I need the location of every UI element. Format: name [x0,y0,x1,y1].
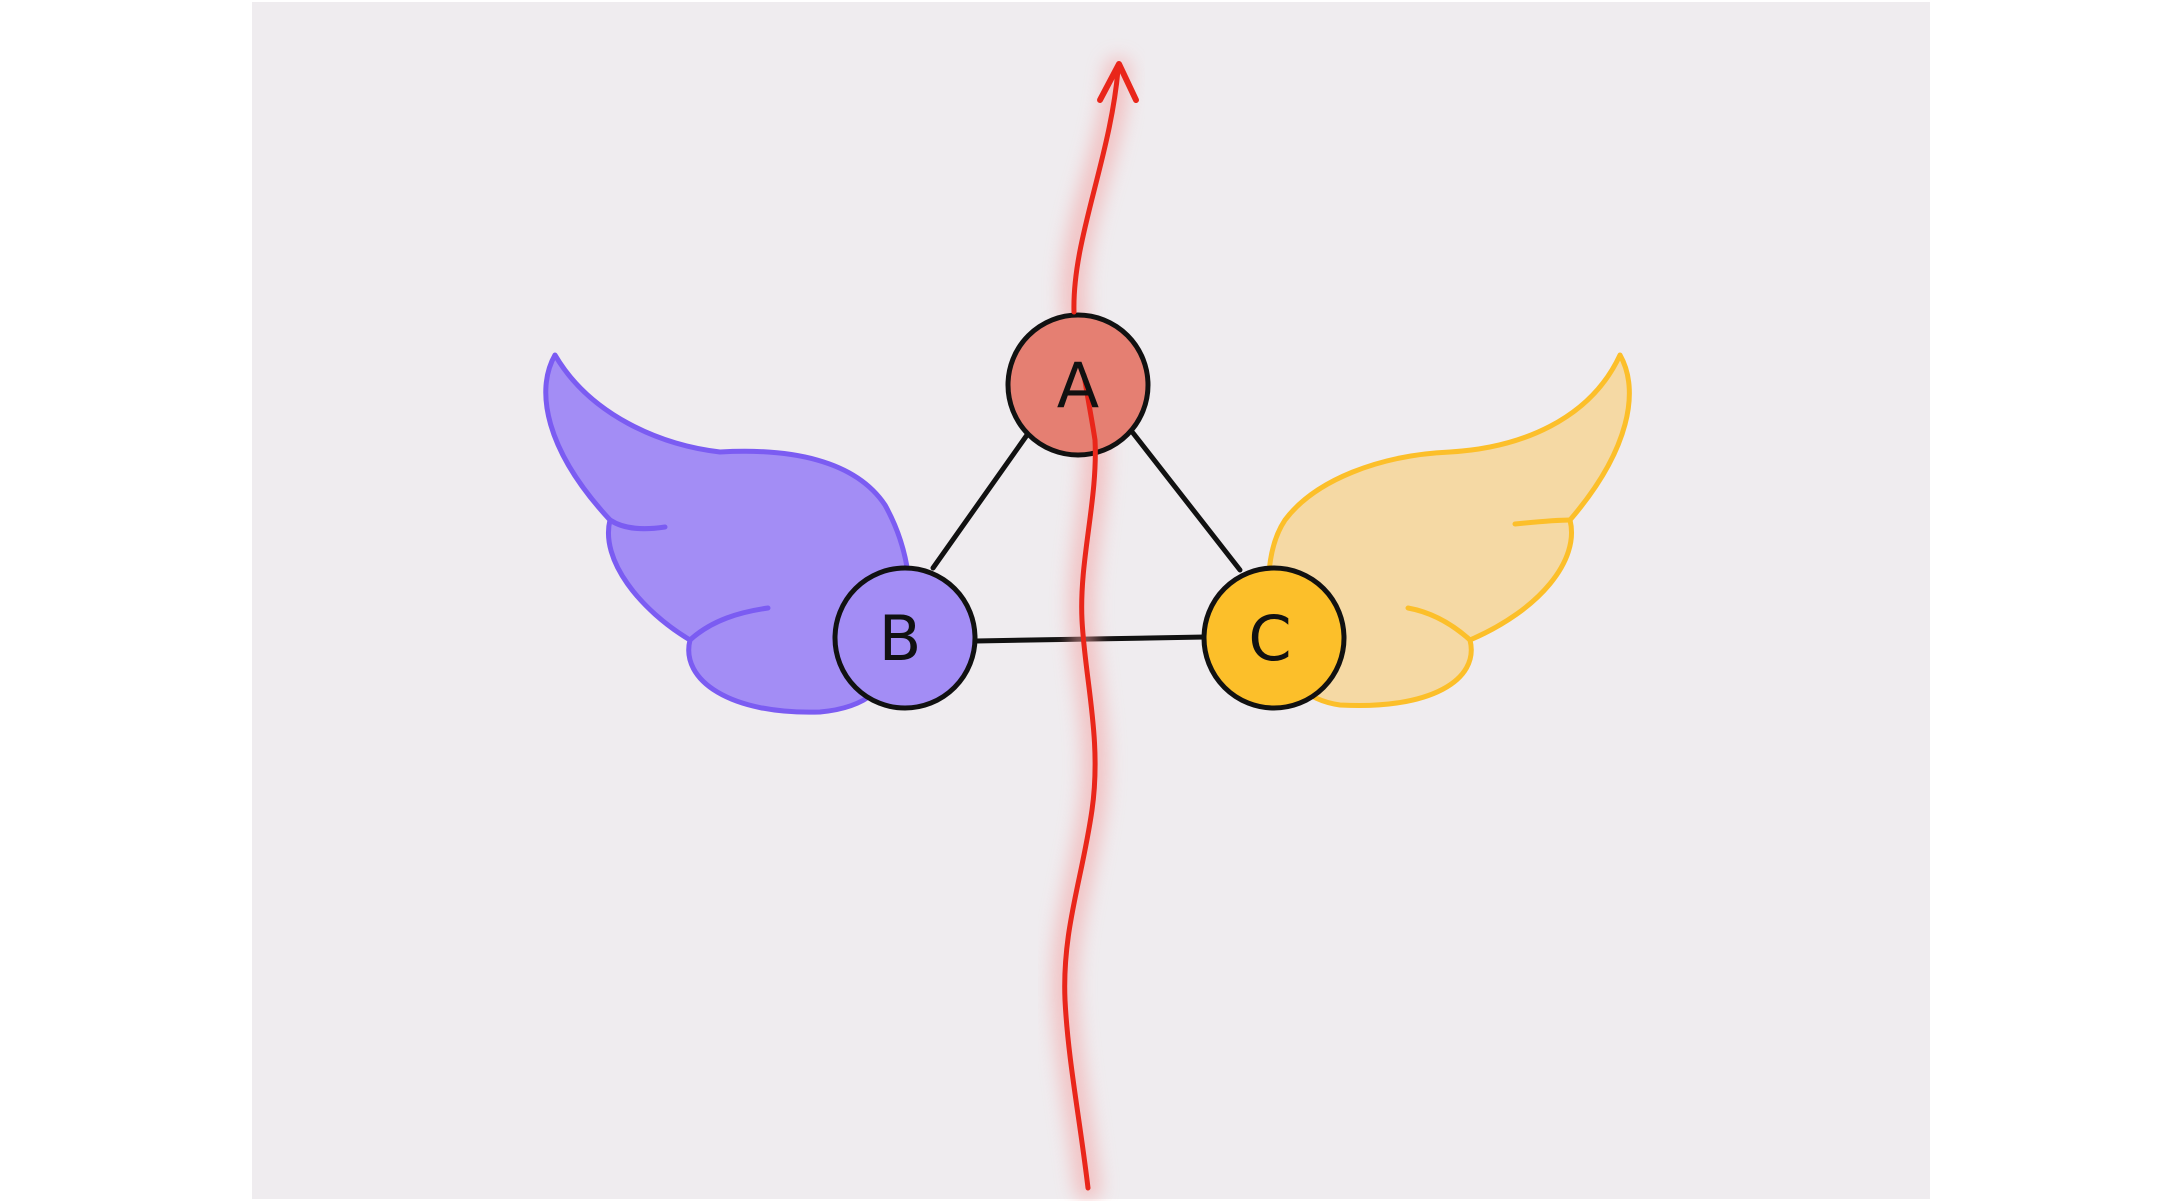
node-c [1201,565,1347,711]
right-wing-feather-line [1405,605,1473,643]
node-a [1005,312,1151,458]
node-b-label: B [879,602,922,675]
arrow-line [1062,67,1121,1191]
node-b [832,565,978,711]
arrow-head-icon [1097,61,1139,103]
edge-a-c [1130,430,1243,573]
node-a-label: A [1057,349,1099,422]
left-wing-feather-line [687,605,771,643]
edge-a-b [930,432,1030,571]
right-wing-feather-line [1512,517,1573,527]
node-c-label: C [1248,602,1291,675]
left-wing-feather-line [607,517,668,532]
